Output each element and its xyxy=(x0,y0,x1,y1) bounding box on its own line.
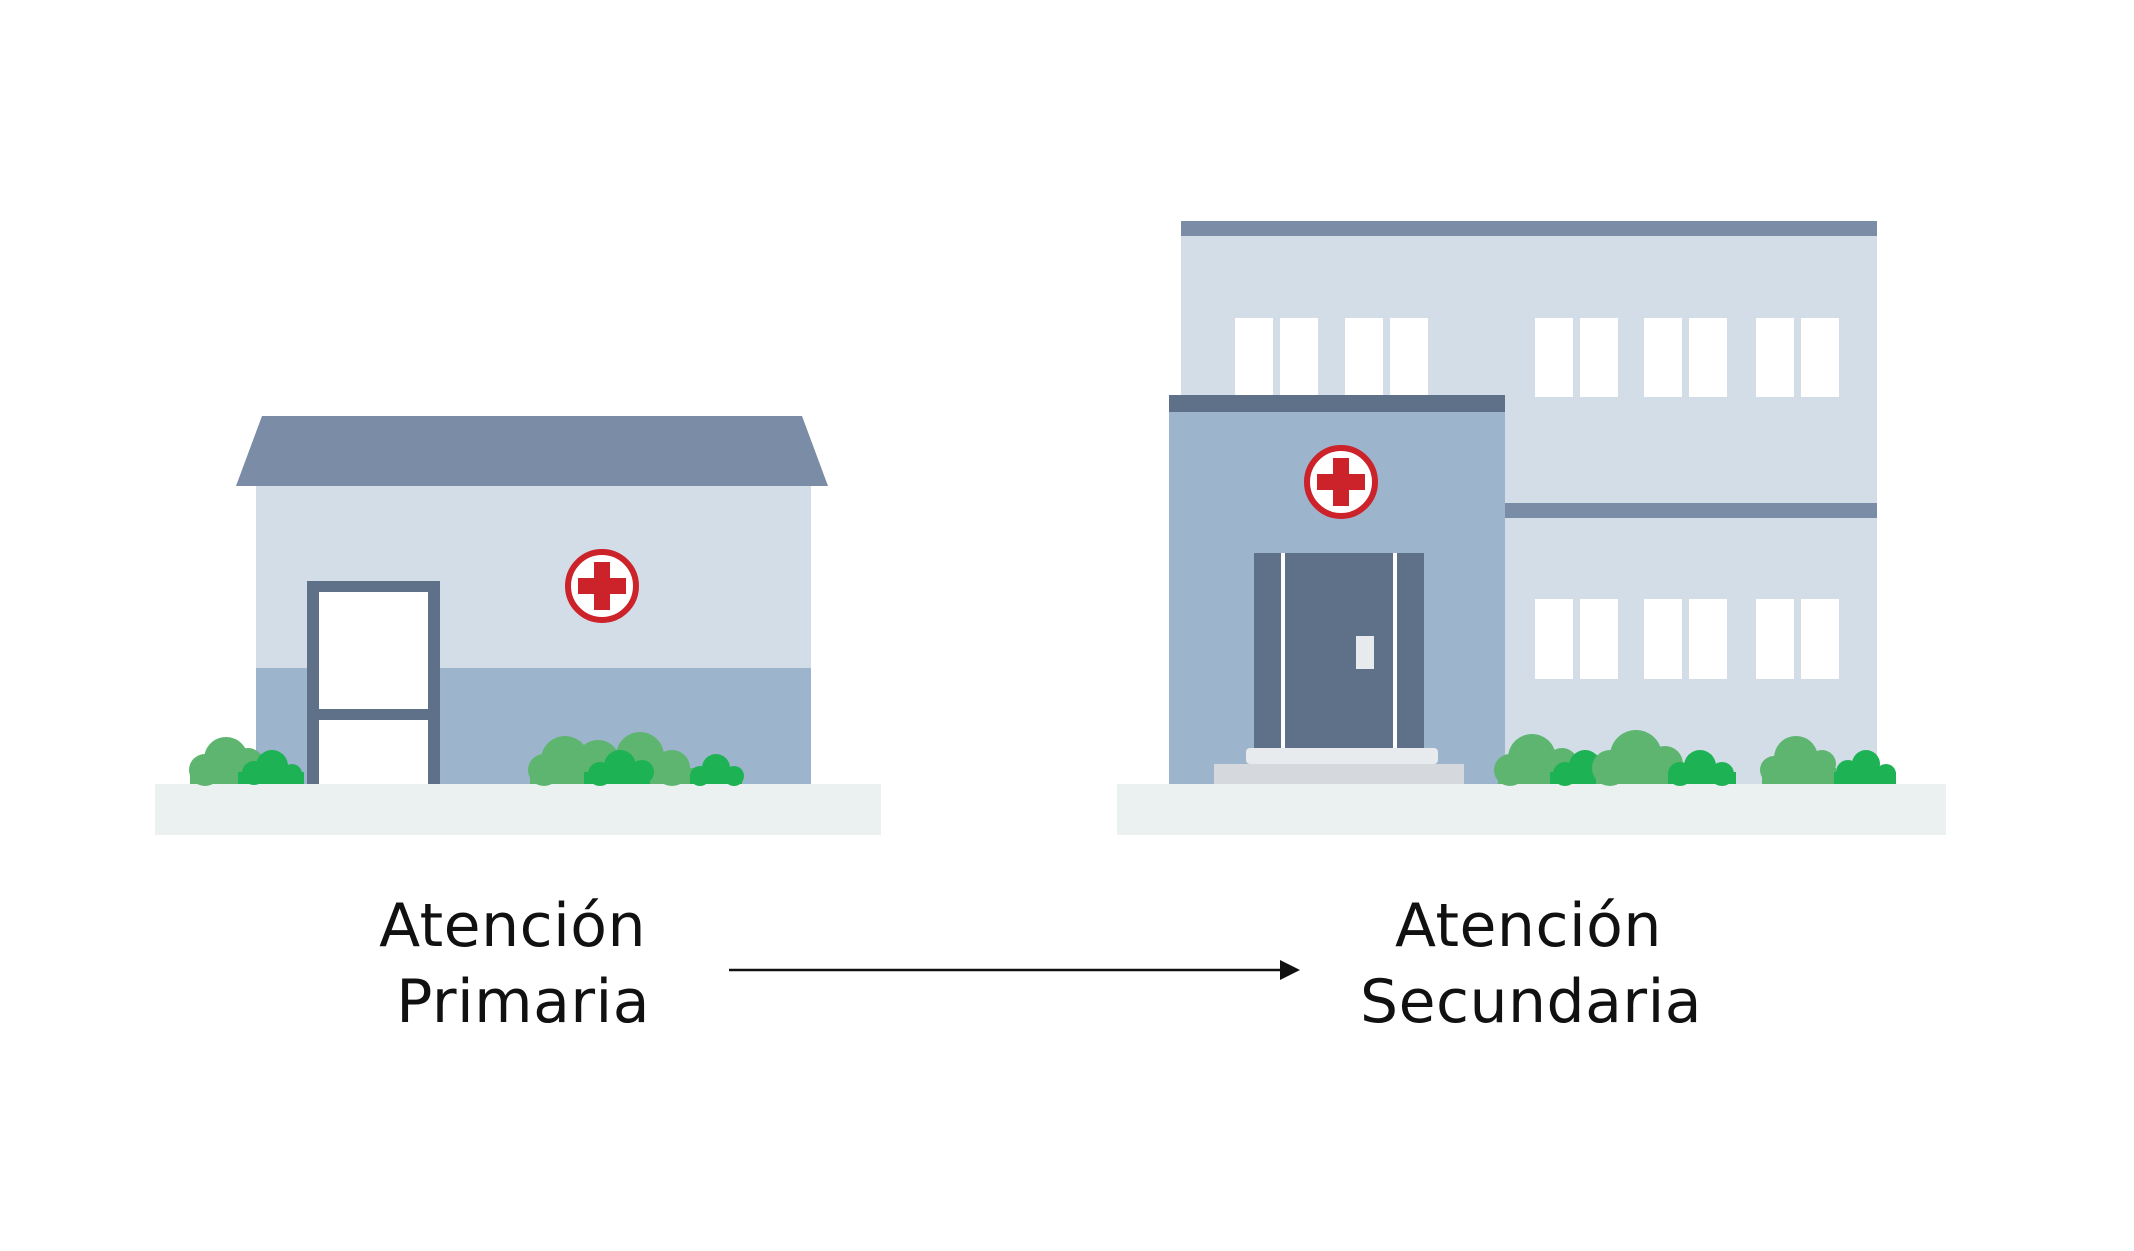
secondary-floor-band xyxy=(1505,503,1877,518)
primary-care-building xyxy=(155,416,881,835)
medical-cross-icon xyxy=(568,552,636,620)
medical-cross-icon xyxy=(1307,448,1375,516)
arrow-right-icon xyxy=(729,960,1300,980)
primary-care-label-line1: Atención xyxy=(379,891,646,961)
secondary-step-bottom xyxy=(1214,764,1464,784)
secondary-bushes xyxy=(1494,730,1896,786)
secondary-window-mullions-lower xyxy=(1573,599,1801,679)
primary-bushes xyxy=(189,732,744,786)
secondary-step-top xyxy=(1246,748,1438,764)
secondary-door xyxy=(1254,553,1424,749)
primary-ground xyxy=(155,784,881,835)
secondary-ground xyxy=(1117,784,1946,835)
primary-care-label: Atención Primaria xyxy=(300,888,650,1040)
primary-roof xyxy=(236,416,828,486)
secondary-window-mullions-upper xyxy=(1273,318,1801,397)
secondary-roof-band xyxy=(1181,221,1877,236)
primary-care-label-line2: Primaria xyxy=(396,967,650,1037)
secondary-entrance-canopy xyxy=(1169,395,1505,412)
secondary-care-label-line1: Atención xyxy=(1395,891,1662,961)
secondary-care-building xyxy=(1117,221,1946,835)
primary-door xyxy=(307,581,440,784)
secondary-care-label-line2: Secundaria xyxy=(1360,967,1703,1037)
secondary-care-label: Atención Secundaria xyxy=(1360,888,1703,1040)
